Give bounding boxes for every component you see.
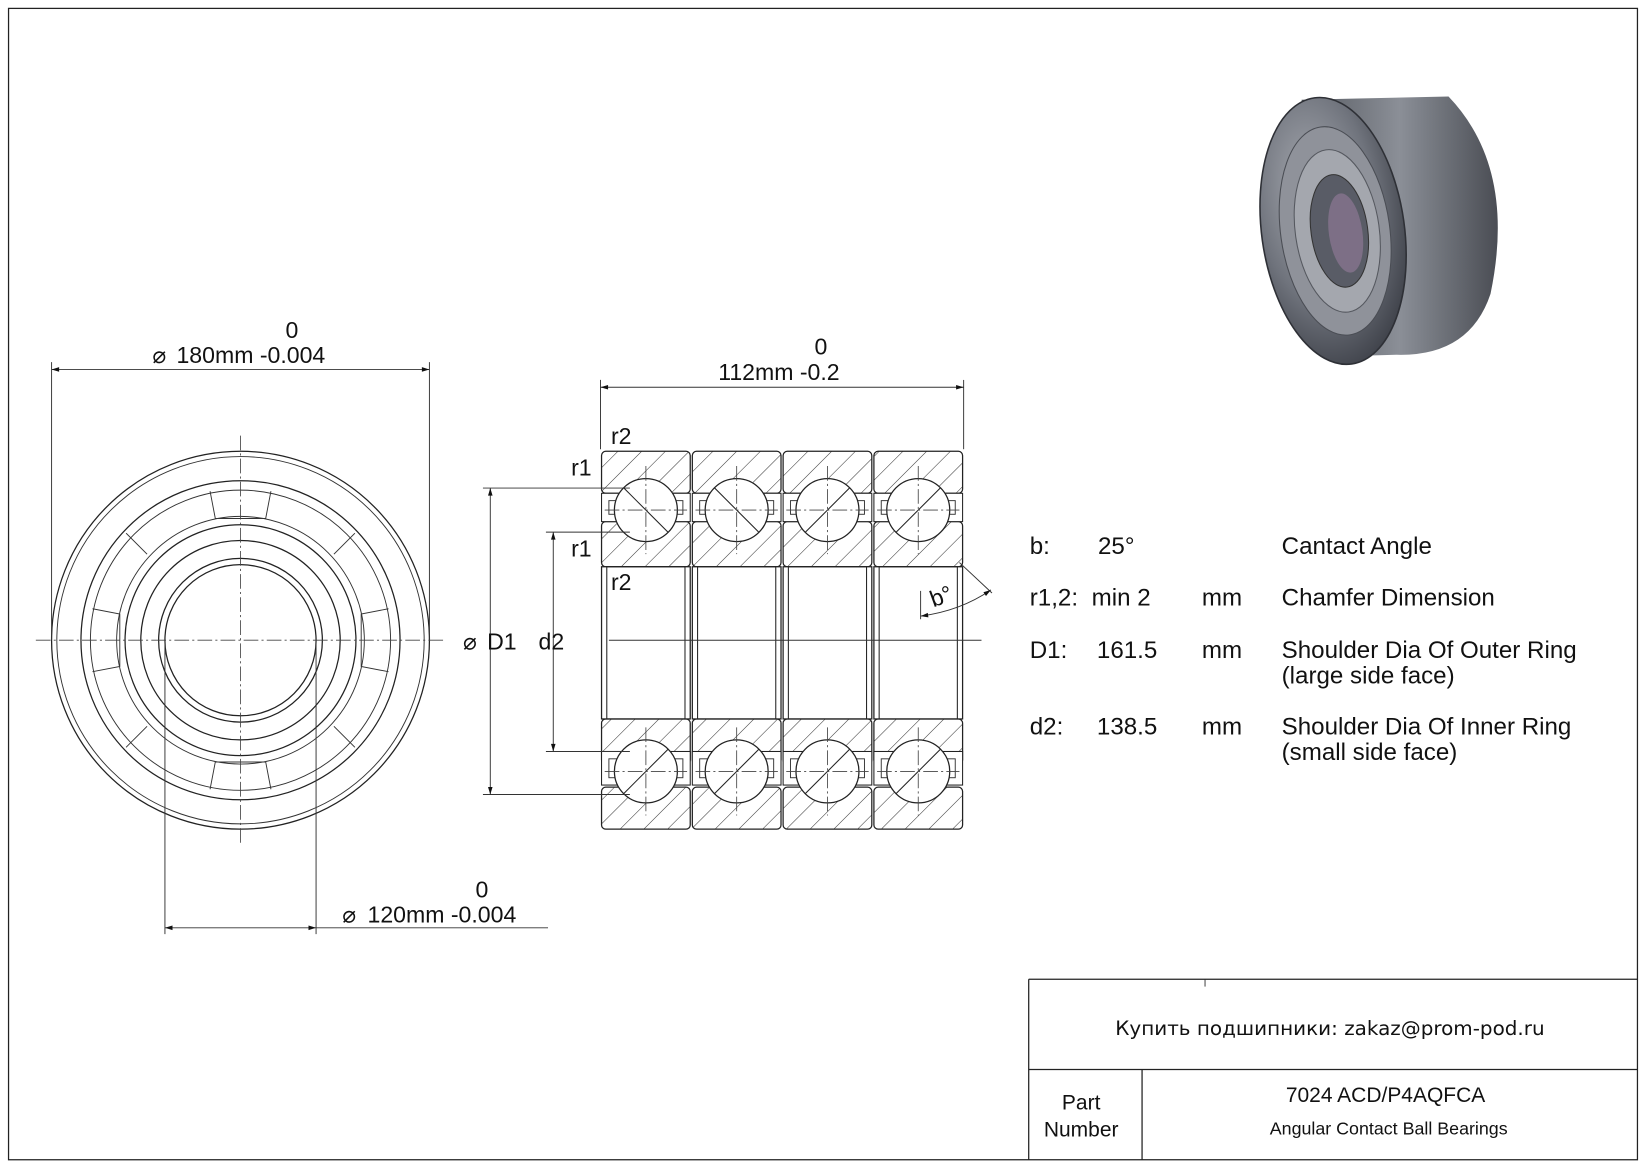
spec-key: b: (1030, 533, 1050, 560)
spec-desc-sub: (small side face) (1282, 739, 1458, 766)
svg-text:Part: Part (1062, 1091, 1101, 1114)
spec-key: r1,2: (1030, 585, 1078, 612)
section-labels: r2 r1 r1 r2 ⌀ D1 d2 b° (463, 423, 993, 795)
spec-key: D1: (1030, 637, 1068, 664)
svg-text:d2: d2 (539, 629, 565, 655)
spec-row: D1: 161.5 mm Shoulder Dia Of Outer Ring(lar… (1030, 637, 1577, 689)
svg-text:0: 0 (475, 876, 488, 902)
spec-unit: mm (1202, 714, 1242, 741)
svg-text:0: 0 (286, 317, 299, 343)
spec-value: 161.5 (1097, 637, 1157, 664)
spec-desc-sub: (large side face) (1282, 662, 1455, 689)
spec-unit: mm (1202, 585, 1242, 612)
bearing-3d-image (1259, 96, 1498, 366)
spec-desc: Chamfer Dimension (1282, 585, 1495, 612)
bore-diameter-dimension: 0 ⌀ 120mm -0.004 (164, 640, 549, 935)
spec-key: d2: (1030, 714, 1064, 741)
svg-text:120mm -0.004: 120mm -0.004 (367, 902, 516, 928)
svg-text:⌀: ⌀ (463, 629, 477, 655)
spec-unit: mm (1202, 637, 1242, 664)
svg-text:r1: r1 (571, 535, 592, 561)
svg-text:180mm -0.004: 180mm -0.004 (176, 342, 325, 368)
title-block: Купить подшипники: zakaz@prom-pod.ru Par… (1028, 978, 1638, 1160)
spec-value: 25° (1098, 533, 1134, 560)
bearing-section-1 (600, 450, 691, 830)
svg-text:r2: r2 (611, 569, 632, 595)
contact-text: Купить подшипники: zakaz@prom-pod.ru (1115, 1016, 1544, 1040)
svg-text:0: 0 (814, 334, 827, 360)
drawing-border (7, 7, 1639, 1161)
part-type: Angular Contact Ball Bearings (1270, 1119, 1508, 1139)
svg-text:r2: r2 (611, 423, 632, 449)
specs-table: b: 25° Cantact Angle r1,2: min 2 mm Chamfer Di… (1030, 533, 1577, 766)
spec-row: r1,2: min 2 mm Chamfer Dimension (1030, 585, 1495, 612)
bearing-section-3 (782, 450, 873, 830)
spec-desc: Shoulder Dia Of Inner Ring (1282, 714, 1572, 741)
spec-desc: Shoulder Dia Of Outer Ring (1282, 637, 1577, 664)
spec-row: d2: 138.5 mm Shoulder Dia Of Inner Ring(sma… (1030, 714, 1572, 766)
svg-text:112mm -0.2: 112mm -0.2 (718, 359, 839, 385)
spec-value: min 2 (1092, 585, 1151, 612)
spec-row: b: 25° Cantact Angle (1030, 533, 1432, 560)
spec-desc: Cantact Angle (1282, 533, 1432, 560)
bearing-section-2 (691, 450, 782, 830)
outer-diameter-dimension: 0 ⌀ 180mm -0.004 (51, 317, 430, 641)
svg-text:⌀: ⌀ (152, 342, 166, 368)
width-dimension: 0 112mm -0.2 (600, 334, 965, 450)
part-number: 7024 ACD/P4AQFCA (1286, 1084, 1485, 1107)
svg-text:r1: r1 (571, 454, 592, 480)
svg-text:D1: D1 (487, 629, 517, 655)
spec-value: 138.5 (1097, 714, 1157, 741)
svg-text:Number: Number (1044, 1119, 1119, 1142)
svg-text:⌀: ⌀ (342, 902, 356, 928)
section-view (600, 450, 982, 830)
front-view (35, 435, 446, 845)
